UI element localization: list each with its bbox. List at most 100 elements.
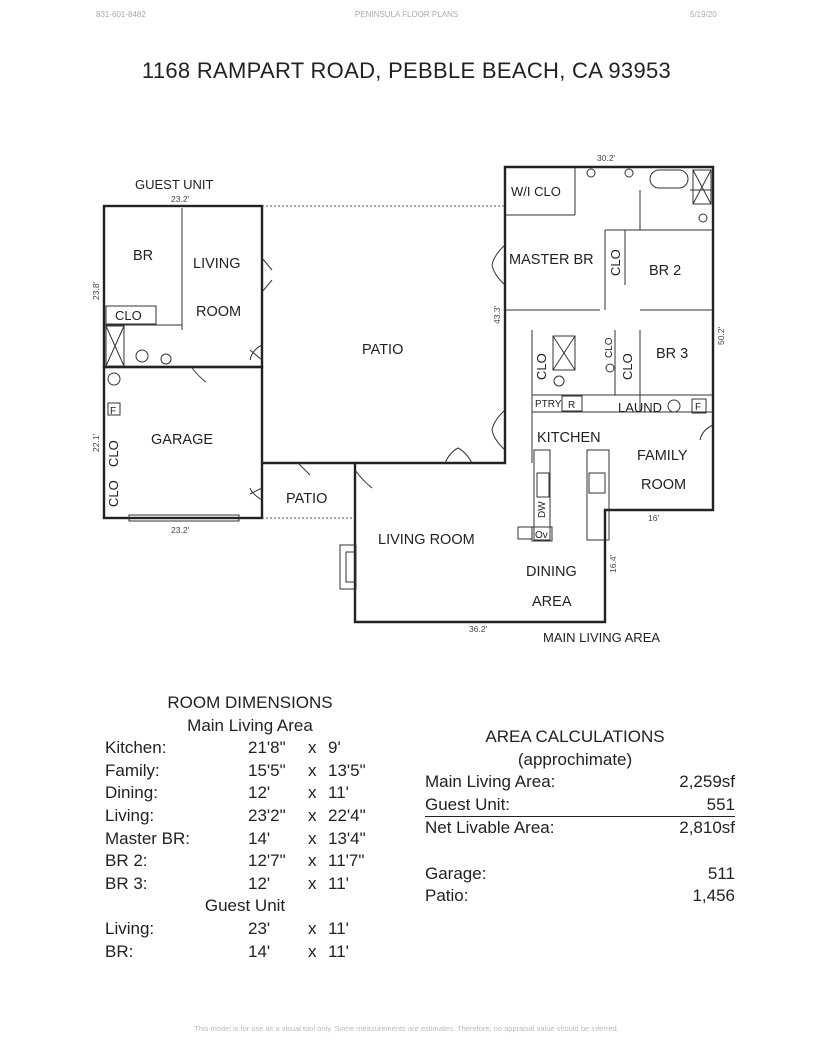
area-calculations-title: AREA CALCULATIONS [485,727,665,746]
dimension-cell-a: 23'2" [248,805,286,825]
patio-boundaries [262,205,505,519]
dimension-row: Living: 23' x 11' [105,918,405,941]
dimension-cell-name: Living: [105,918,155,938]
room-label-family: FAMILY [637,448,688,464]
dimension-cell-a: 12'7" [248,851,286,871]
area-row: Net Livable Area:2,810sf [425,817,735,840]
dim-garage-side: 22.1' [91,433,101,452]
laundry-furnace-label: F [695,402,701,413]
room-dimensions-table: ROOM DIMENSIONS Main Living Area Kitchen… [105,692,405,963]
area-row: Guest Unit: 551 [425,794,735,818]
dimension-cell-x: x [308,918,317,938]
furnace-label: F [110,406,116,417]
area-cell-name: Garage: [425,863,487,883]
dimension-cell-a: 23' [248,918,271,938]
dimension-cell-x: x [308,805,317,825]
disclaimer: This model is for use as a visual tool o… [194,1024,619,1033]
br3-closet-label: CLO [620,353,635,380]
dimension-cell-b: 13'4" [328,828,366,848]
room-label-patio: PATIO [362,342,403,358]
dim-main-top: 30.2' [597,153,616,163]
header-company: PENINSULA FLOOR PLANS [355,10,459,19]
dimension-cell-x: x [308,941,317,961]
dimension-cell-name: Kitchen: [105,738,167,758]
dimension-cell-name: Master BR: [105,828,191,848]
room-label-dining-area: AREA [532,594,572,610]
room-label-living: LIVING [193,256,241,272]
room-label-br3: BR 3 [656,346,688,362]
dimension-cell-x: x [308,738,317,758]
dim-dining-side: 16.4' [608,554,618,573]
oven-label: Ov [535,530,548,541]
area-row: Patio:1,456 [425,885,735,908]
dimension-cell-name: Living: [105,805,155,825]
room-label-br: BR [133,248,153,264]
dimension-cell-name: Dining: [105,783,158,803]
dimension-cell-a: 15'5" [248,760,286,780]
dim-living-bottom: 36.2' [469,624,488,634]
room-label-br2: BR 2 [649,263,681,279]
guest-unit-label: GUEST UNIT [135,177,214,192]
dimension-cell-a: 14' [248,941,271,961]
dimension-cell-b: 11' [328,873,349,893]
dimension-cell-name: Family: [105,760,160,780]
dimension-cell-b: 11' [328,918,349,938]
dimension-cell-x: x [308,828,317,848]
dimension-cell-x: x [308,851,317,871]
dimension-cell-b: 13'5" [328,760,366,780]
header-phone: 831-601-8482 [96,10,146,19]
room-label-living-room: ROOM [196,304,241,320]
area-cell-name: Patio: [425,886,469,906]
room-label-living-room-main: LIVING ROOM [378,532,475,548]
dim-main-right: 50.2' [716,326,726,345]
garage-closet-label-2: CLO [106,480,121,507]
garage-closet-label-1: CLO [106,440,121,467]
main-house-walls [262,165,715,624]
room-label-dining: DINING [526,564,577,580]
dimension-cell-a: 14' [248,828,271,848]
area-cell-value: 551 [706,794,735,814]
area-cell-name: Net Livable Area: [425,818,555,838]
room-dimensions-title: ROOM DIMENSIONS [167,693,333,712]
dimension-row: Master BR: 14' x 13'4" [105,828,405,851]
area-row: Main Living Area: 2,259sf [425,771,735,794]
closet-label: CLO [115,308,142,323]
header-date: 5/19/20 [690,10,717,19]
dimension-cell-name: BR 3: [105,873,148,893]
dimension-row: Living: 23'2" x 22'4" [105,805,405,828]
small-closet-label: CLO [604,337,615,358]
guest-unit-walls [102,204,273,522]
dimension-cell-b: 9' [328,738,341,758]
dim-garage-bottom: 23.2' [171,525,190,535]
dimension-cell-b: 22'4" [328,805,366,825]
main-living-area-label: MAIN LIVING AREA [543,630,660,645]
pantry-label: PTRY [535,399,562,410]
dimension-cell-b: 11' [328,941,349,961]
bath-closet-label: CLO [534,353,549,380]
dimension-cell-a: 12' [248,873,271,893]
page-title: 1168 RAMPART ROAD, PEBBLE BEACH, CA 9395… [141,58,672,83]
laundry-label: LAUND [618,400,662,415]
dim-main-mid: 43.3' [492,305,502,324]
dishwasher-label: DW [537,501,548,518]
room-label-garage: GARAGE [151,432,213,448]
area-cell-name: Main Living Area: [425,772,556,792]
guest-unit-heading: Guest Unit [204,896,286,916]
dimension-cell-b: 11' [328,783,349,803]
master-closet-label: CLO [608,249,623,276]
area-row: Garage: 511 [425,863,735,886]
room-label-family-room: ROOM [641,477,686,493]
dim-guest-top: 23.2' [171,194,190,204]
refrigerator-label: R [568,400,575,411]
area-cell-value: 2,259sf [679,772,735,792]
area-cell-name: Guest Unit: [425,794,511,814]
area-cell-value: 511 [707,863,735,883]
